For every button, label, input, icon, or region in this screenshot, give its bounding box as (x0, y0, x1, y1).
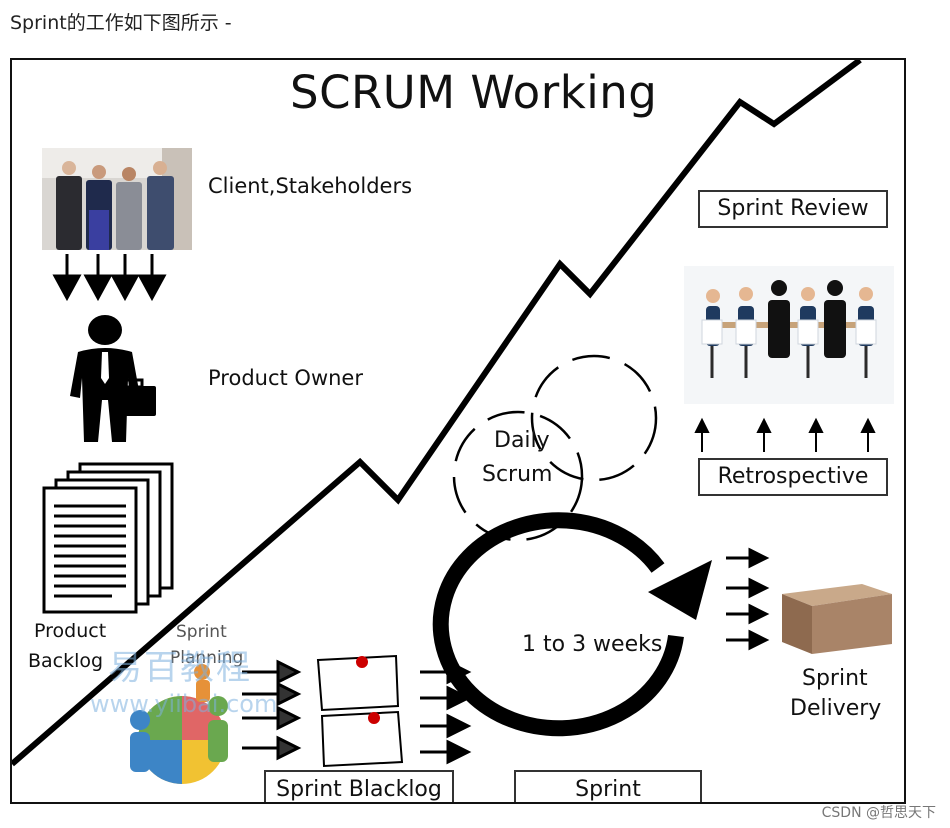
product-owner-icon (70, 315, 156, 442)
sprint-delivery-label-line1: Sprint (802, 666, 868, 691)
planning-to-backlog-arrows (242, 659, 302, 761)
watermark-url: www.yiibai.com (90, 690, 278, 718)
diagram-title: SCRUM Working (290, 66, 658, 119)
sprint-review-box: Sprint Review (698, 190, 888, 228)
client-stakeholders-label: Client,Stakeholders (208, 174, 413, 198)
diagram-graphics (12, 60, 894, 784)
progress-zigzag-line (12, 60, 862, 767)
sprint-blacklog-box: Sprint Blacklog (264, 770, 454, 802)
daily-scrum-label-line2: Scrum (482, 462, 553, 487)
sprint-delivery-box-icon (782, 584, 892, 654)
daily-scrum-dashed-cycle (452, 354, 658, 542)
cycle-duration-label: 1 to 3 weeks (522, 632, 663, 657)
daily-scrum-label-line1: Daily (494, 428, 550, 453)
retrospective-box: Retrospective (698, 458, 888, 496)
product-backlog-label-line1: Product (34, 620, 107, 642)
sprint-box: Sprint (514, 770, 702, 802)
product-backlog-documents (42, 462, 174, 614)
retrospective-up-arrows (694, 417, 876, 452)
client-down-arrows (52, 254, 167, 302)
sprint-to-delivery-arrows (726, 547, 770, 651)
scrum-diagram: SCRUM Working Client,Stakeholders Produc… (10, 58, 906, 804)
page-caption: Sprint的工作如下图所示 - (10, 12, 232, 34)
sprint-planning-label-line1: Sprint (176, 622, 227, 642)
sprint-cycle-arrow (432, 512, 712, 737)
sprint-planning-puzzle-icon (130, 664, 228, 784)
client-stakeholders-photo (42, 148, 192, 250)
sprint-backlog-cards (316, 654, 404, 768)
product-backlog-label-line2: Backlog (28, 650, 104, 672)
watermark-chinese: 易百教程 (108, 648, 252, 688)
csdn-credit: CSDN @哲思天下 (821, 805, 936, 821)
sprint-delivery-label-line2: Delivery (790, 696, 882, 721)
retrospective-meeting-icon (684, 266, 894, 404)
sprint-planning-label-line2: Planning (170, 648, 244, 668)
product-owner-label: Product Owner (208, 366, 363, 390)
